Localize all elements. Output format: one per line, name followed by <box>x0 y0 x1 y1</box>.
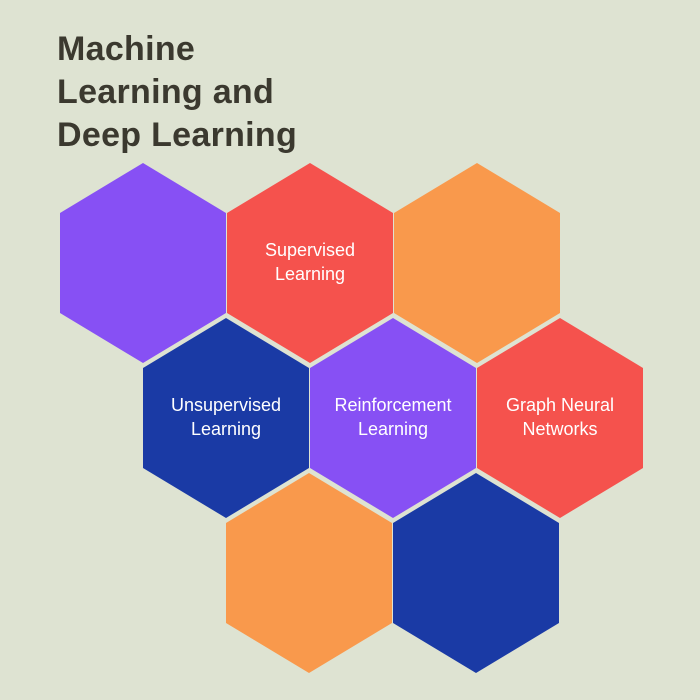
hexagon-graph-neural-networks: Graph Neural Networks <box>477 318 643 518</box>
hexagon-orange-blank <box>394 163 560 363</box>
title-line-1: Machine <box>57 30 196 68</box>
hexagon-label-reinforcement-learning: Reinforcement Learning <box>334 395 452 439</box>
page-title: Machine Learning and Deep Learning <box>57 28 297 156</box>
hexagon-label-unsupervised-learning: Unsupervised Learning <box>170 395 282 439</box>
title-line-3: Deep Learning <box>57 115 298 154</box>
title-line-2: Learning and <box>57 72 275 111</box>
hexagon-reinforcement-learning: Reinforcement Learning <box>310 318 476 518</box>
hexagon-unsupervised-learning: Unsupervised Learning <box>143 318 309 518</box>
hexagon-label-graph-neural-networks: Graph Neural Networks <box>505 395 615 439</box>
hexagon-label-supervised-learning: Supervised Learning <box>264 240 356 284</box>
